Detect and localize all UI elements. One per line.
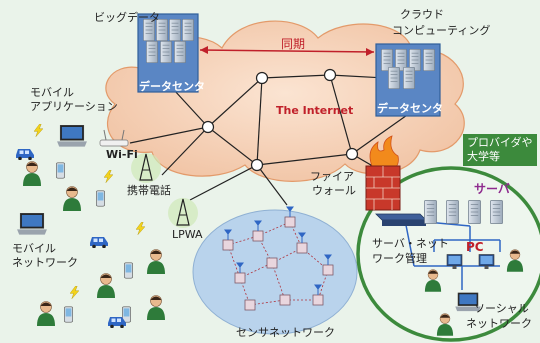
- datacenter-left: [137, 13, 199, 93]
- phone-icon: [124, 262, 133, 279]
- phone-icon: [96, 190, 105, 207]
- car-icon: [16, 149, 34, 160]
- sensor-node: [322, 264, 334, 276]
- antenna-icon: [131, 153, 161, 183]
- person-icon: [96, 273, 116, 298]
- provider-label-line2: 大学等: [467, 149, 500, 163]
- pc-label: PC: [466, 240, 484, 254]
- provider-badge: プロバイダや 大学等: [463, 134, 537, 166]
- lightning-icon: [34, 124, 43, 137]
- sensor-antennas: [224, 206, 332, 295]
- datacenter-right: [375, 43, 441, 117]
- phone-icon: [56, 162, 65, 179]
- social-label-line1: ソーシャル: [474, 302, 529, 315]
- lpwa-label: LPWA: [172, 228, 203, 241]
- router-node: [345, 147, 359, 161]
- person-icon: [146, 249, 166, 274]
- datacenter-left-label: データセンタ: [139, 80, 205, 93]
- server-net-label-line1: サーバ・ネット: [372, 237, 449, 250]
- mobile-app-label-line2: アプリケーション: [30, 100, 118, 113]
- firewall-icon: [365, 135, 401, 211]
- sensor-node: [284, 216, 296, 228]
- sync-arrow: [199, 46, 375, 56]
- car-icon: [90, 237, 108, 248]
- laptop-icon: [16, 212, 48, 236]
- mobile-phone-label: 携帯電話: [127, 184, 171, 197]
- datacenter-right-label: データセンタ: [377, 102, 443, 115]
- cloud-label-line2: コンピューティング: [392, 24, 491, 37]
- sensor-network-label: センサネットワーク: [236, 326, 335, 339]
- firewall-label-line1: ファイア: [310, 170, 354, 183]
- person-icon: [22, 161, 42, 186]
- lightning-icon: [136, 222, 145, 235]
- mobile-network-label-line1: モバイル: [12, 242, 56, 255]
- bigdata-label: ビッグデータ: [94, 11, 160, 24]
- server-net-label-line2: ワーク管理: [372, 252, 427, 265]
- wifi-label: Wi-Fi: [106, 148, 138, 161]
- phone-icon: [64, 306, 73, 323]
- sensor-node: [222, 239, 234, 251]
- switch-icon: [375, 213, 427, 226]
- lightning-icon: [70, 286, 79, 299]
- laptop-icon: [56, 124, 88, 148]
- provider-label-line1: プロバイダや: [467, 136, 533, 149]
- firewall-label-line2: ウォール: [312, 184, 356, 197]
- lightning-icon: [104, 170, 113, 183]
- server-label: サーバ: [474, 182, 510, 196]
- router-node: [250, 158, 264, 172]
- internet-links: [129, 74, 411, 206]
- person-icon: [36, 301, 56, 326]
- sync-label: 同期: [281, 37, 306, 51]
- router-node: [201, 120, 215, 134]
- sensor-node: [312, 294, 324, 306]
- sensor-node: [234, 272, 246, 284]
- internet-label: The Internet: [276, 104, 354, 117]
- antenna-icon: [168, 198, 198, 228]
- router-node: [323, 68, 337, 82]
- wifi-router-icon: [99, 129, 129, 147]
- sensor-node: [279, 294, 291, 306]
- sensor-node: [296, 242, 308, 254]
- cloud-label-line1: クラウド: [400, 8, 444, 21]
- sensor-node: [252, 230, 264, 242]
- sensor-node: [244, 299, 256, 311]
- sensor-node: [266, 257, 278, 269]
- mobile-app-label-line1: モバイル: [30, 86, 74, 99]
- router-node: [255, 71, 269, 85]
- social-label-line2: ネットワーク: [466, 317, 532, 330]
- person-icon: [146, 295, 166, 320]
- mobile-network-label-line2: ネットワーク: [12, 256, 78, 269]
- internet-nodes: [201, 68, 359, 172]
- person-icon: [62, 186, 82, 211]
